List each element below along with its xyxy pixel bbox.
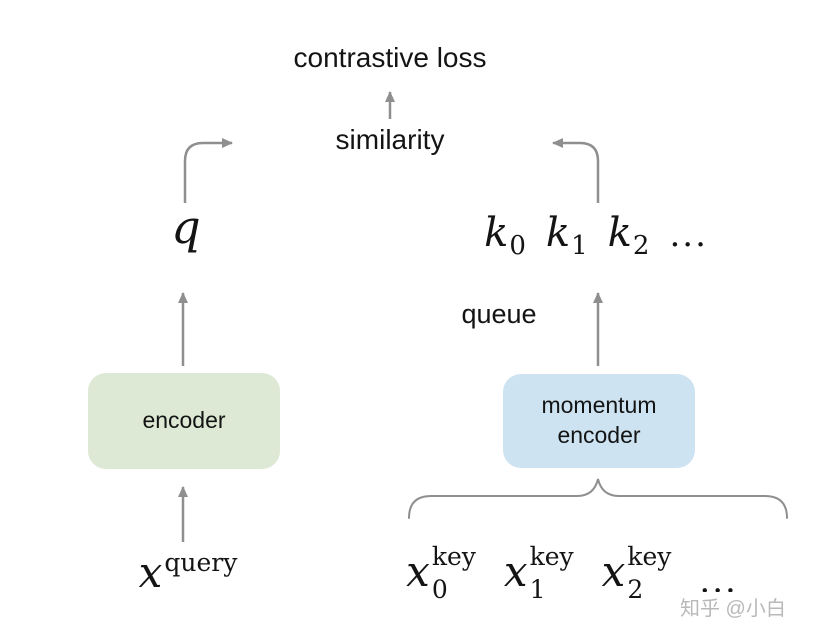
keys-to-similarity-arrow bbox=[552, 138, 600, 203]
encoder-box: encoder bbox=[88, 373, 280, 469]
key-symbol-2: k2 bbox=[607, 210, 650, 261]
key-symbol-0: k0 bbox=[484, 210, 526, 261]
q-to-similarity-arrow bbox=[183, 138, 233, 203]
key-inputs-brace bbox=[408, 478, 788, 519]
q-symbol: q bbox=[171, 200, 201, 254]
queue-label: queue bbox=[461, 299, 537, 329]
momentum-encoder-box: momentum encoder bbox=[503, 374, 695, 468]
contrastive-loss-label: contrastive loss bbox=[293, 42, 487, 73]
watermark: 知乎 @小白 bbox=[676, 592, 786, 621]
key-symbol-1: k1 bbox=[545, 210, 588, 261]
momentum-encoder-label-line2: encoder bbox=[557, 422, 641, 448]
similarity-label: similarity bbox=[335, 124, 445, 155]
keys-ellipsis: ... bbox=[669, 215, 708, 255]
query-input-symbol: xquery bbox=[138, 548, 238, 597]
momentum-encoder-label-line1: momentum bbox=[541, 392, 657, 419]
encoder-label: encoder bbox=[142, 407, 226, 434]
keys-row: k0 k1 k2 ... bbox=[484, 210, 708, 261]
